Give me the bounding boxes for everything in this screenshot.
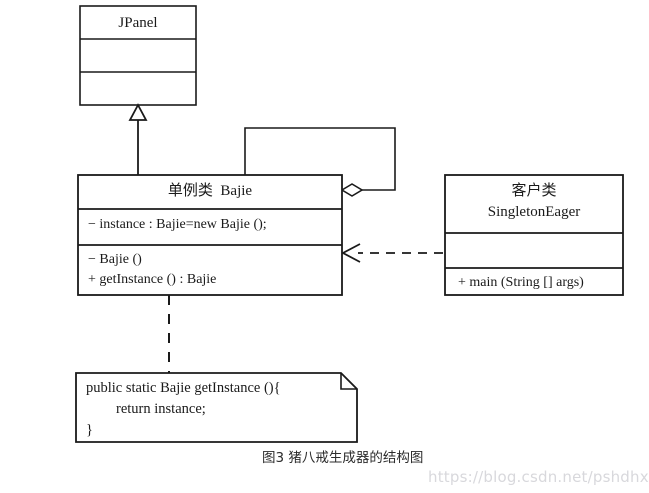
- csdn-watermark: https://blog.csdn.net/pshdhx: [428, 468, 649, 486]
- self-aggregation-connector: [244, 127, 396, 197]
- note-code-line-1: public static Bajie getInstance (){: [86, 380, 281, 396]
- class-name-bajie: 单例类 Bajie: [167, 183, 253, 199]
- self-aggregation-line: [244, 127, 396, 191]
- class-method-getinstance: + getInstance () : Bajie: [88, 272, 217, 287]
- class-name-jpanel: JPanel: [118, 15, 158, 31]
- dependency-connector: [341, 243, 443, 263]
- class-box-singletoneager: [444, 174, 624, 296]
- generalization-connector: [128, 103, 148, 175]
- note-folded-corner: [340, 373, 357, 390]
- class-box-singletoneager-outline: [444, 174, 624, 296]
- note-box: [75, 372, 358, 443]
- dependency-open-arrowhead: [341, 243, 361, 263]
- class-method-main: + main (String [] args): [458, 275, 584, 290]
- class-box-bajie: [77, 174, 343, 296]
- class-box-jpanel-outline: [79, 5, 197, 106]
- class-method-bajie-constructor: − Bajie (): [88, 252, 142, 267]
- class-box-jpanel: [79, 5, 197, 106]
- figure-caption: 图3 猪八戒生成器的结构图: [262, 450, 424, 466]
- generalization-hollow-triangle-arrowhead: [128, 103, 148, 121]
- class-attribute-instance: − instance : Bajie=new Bajie ();: [88, 217, 267, 232]
- note-code-line-3: }: [86, 422, 93, 438]
- aggregation-hollow-diamond: [340, 183, 364, 197]
- note-code-line-2: return instance;: [116, 401, 206, 417]
- note-box-outline: [75, 372, 358, 443]
- class-name-singletoneager-line1: 客户类: [511, 183, 557, 199]
- class-name-singletoneager-line2: SingletonEager: [487, 204, 581, 220]
- class-box-bajie-outline: [77, 174, 343, 296]
